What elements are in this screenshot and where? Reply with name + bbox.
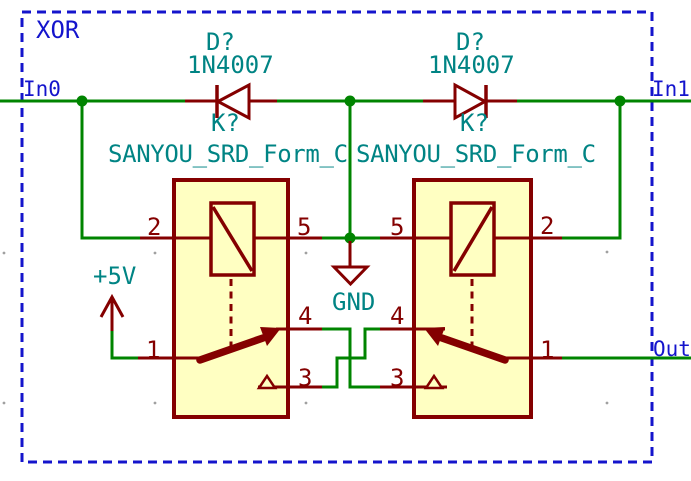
relay-left-value[interactable]: SANYOU_SRD_Form_C (108, 140, 348, 168)
no-contact-marker (423, 373, 445, 390)
switch-armature (438, 334, 509, 364)
diode-right-value[interactable]: 1N4007 (428, 51, 515, 79)
port-label-in0[interactable]: In0 (23, 77, 61, 101)
grid-dot (153, 251, 157, 255)
junction-dot (344, 232, 356, 244)
wire-in0-to-coil[interactable] (80, 101, 140, 240)
gnd-triangle-icon (330, 265, 371, 287)
relay-right-pin2-number: 2 (540, 212, 555, 240)
relay-right-pin4-number: 4 (390, 302, 405, 330)
relay-right-symbol[interactable] (380, 201, 562, 390)
port-label-out[interactable]: Out (653, 337, 691, 361)
relay-left-symbol[interactable] (138, 201, 322, 390)
switch-armature (196, 334, 267, 364)
diode-left-value[interactable]: 1N4007 (187, 51, 274, 79)
relay-left-pin5-number: 5 (297, 213, 312, 241)
grid-dots (2, 250, 609, 405)
junction-dot (344, 95, 356, 107)
relay-left-pin1-number: 1 (146, 336, 161, 364)
grid-dot (2, 251, 6, 255)
anode-triangle (453, 82, 489, 121)
relay-right-ref[interactable]: K? (460, 109, 489, 137)
wire-cross-b[interactable] (322, 327, 380, 389)
relay-right-pin3-number: 3 (390, 364, 405, 392)
gnd-label[interactable]: GND (332, 288, 376, 316)
armature-arrowhead-icon (260, 327, 281, 346)
gnd-symbol[interactable] (330, 241, 371, 287)
grid-dot (304, 401, 308, 405)
relay-right-pin1-number: 1 (540, 336, 555, 364)
grid-dot (605, 250, 609, 254)
coil-diagonal (452, 206, 494, 272)
diode-left-symbol[interactable] (185, 82, 277, 121)
relay-left-pin4-number: 4 (298, 302, 313, 330)
junction-dot (614, 95, 626, 107)
junction-dot (76, 95, 88, 107)
sheet-border[interactable] (20, 10, 654, 464)
vcc-arrow-icon (99, 293, 125, 318)
relay-right-pin5-number: 5 (390, 213, 405, 241)
relay-left-pin2-number: 2 (147, 213, 162, 241)
diode-right-symbol[interactable] (423, 82, 517, 121)
relay-right-value[interactable]: SANYOU_SRD_Form_C (356, 140, 596, 168)
no-contact-marker (256, 373, 278, 390)
relay-left-pin3-number: 3 (298, 364, 313, 392)
grid-dot (605, 401, 609, 405)
vcc-label[interactable]: +5V (93, 262, 137, 290)
sheet-name-label[interactable]: XOR (36, 16, 80, 44)
wire-vcc-to-pin1[interactable] (110, 331, 138, 360)
grid-dot (2, 401, 6, 405)
port-label-in1[interactable]: In1 (652, 77, 690, 101)
diode-right-ref[interactable]: D? (456, 28, 485, 56)
vcc-symbol[interactable] (99, 293, 125, 331)
wire-in1-to-coil[interactable] (562, 101, 622, 240)
anode-triangle (214, 82, 251, 121)
diode-left-ref[interactable]: D? (206, 28, 235, 56)
grid-dot (304, 251, 308, 255)
coil-diagonal (211, 206, 254, 272)
armature-arrowhead-icon (424, 327, 445, 346)
relay-left-ref[interactable]: K? (211, 109, 240, 137)
grid-dot (153, 401, 157, 405)
